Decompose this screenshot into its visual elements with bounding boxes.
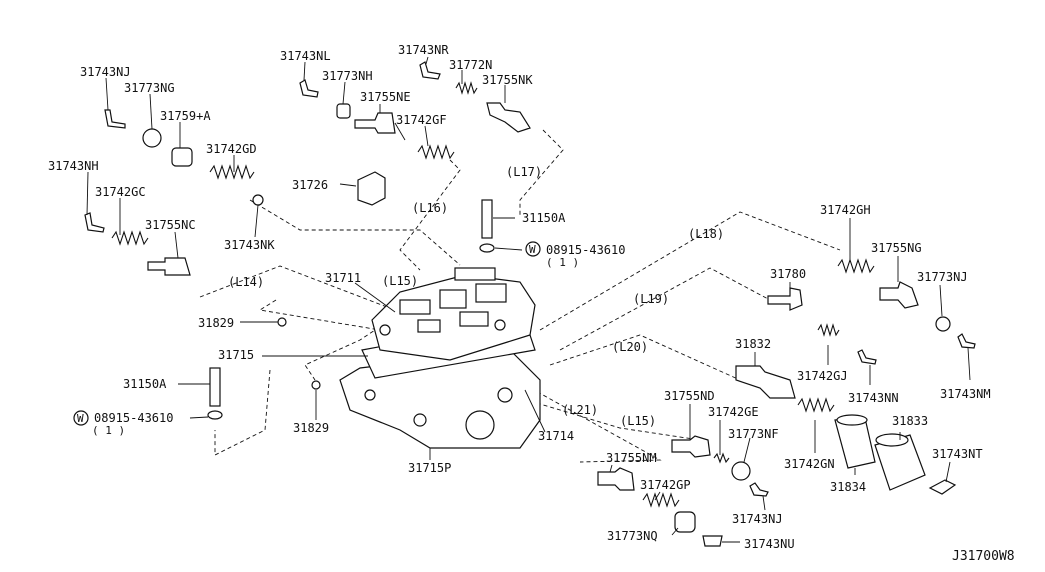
label-qty: ( 1 ) <box>92 424 125 437</box>
label-31773NQ: 31773NQ <box>607 529 658 543</box>
label-31743NM: 31743NM <box>940 387 991 401</box>
label-31743NH: 31743NH <box>48 159 99 173</box>
label-31711: 31711 <box>325 271 361 285</box>
label-31829: 31829 <box>293 421 329 435</box>
label-31829: 31829 <box>198 316 234 330</box>
label-31832: 31832 <box>735 337 771 351</box>
label-31742GN: 31742GN <box>784 457 835 471</box>
label-31742GD: 31742GD <box>206 142 257 156</box>
label-31150A: 31150A <box>123 377 167 391</box>
label-31743NK: 31743NK <box>224 238 275 252</box>
label-31743NJ: 31743NJ <box>732 512 783 526</box>
label-31773NG: 31773NG <box>124 81 175 95</box>
label-31773NH: 31773NH <box>322 69 373 83</box>
label-31715: 31715 <box>218 348 254 362</box>
label-31772N: 31772N <box>449 58 492 72</box>
label-31714: 31714 <box>538 429 574 443</box>
washer-symbol-icon <box>525 241 541 257</box>
label-31773NF: 31773NF <box>728 427 779 441</box>
label-31742GH: 31742GH <box>820 203 871 217</box>
route-labels: (L17) (L16) (L18) (L15) (L14) (L19) (L20… <box>228 165 724 428</box>
label-31755NC: 31755NC <box>145 218 196 232</box>
label-31715P: 31715P <box>408 461 451 475</box>
label-31743NL: 31743NL <box>280 49 331 63</box>
label-08915-43610: 08915-43610 <box>546 243 625 257</box>
label-31780: 31780 <box>770 267 806 281</box>
label-31742GC: 31742GC <box>95 185 146 199</box>
clip-31743NJ <box>104 109 126 129</box>
label-31743NU: 31743NU <box>744 537 795 551</box>
route-label-L21: (L21) <box>562 403 598 417</box>
label-31743NJ: 31743NJ <box>80 65 131 79</box>
label-31742GE: 31742GE <box>708 405 759 419</box>
label-31759A: 31759+A <box>160 109 211 123</box>
label-31755ND: 31755ND <box>664 389 715 403</box>
label-31742GF: 31742GF <box>396 113 447 127</box>
route-label-L15: (L15) <box>620 414 656 428</box>
label-qty: ( 1 ) <box>546 256 579 269</box>
route-label-L17: (L17) <box>506 165 542 179</box>
label-31742GJ: 31742GJ <box>797 369 848 383</box>
label-08915-43610: 08915-43610 <box>94 411 173 425</box>
label-31755NK: 31755NK <box>482 73 533 87</box>
route-label-L15: (L15) <box>382 274 418 288</box>
washer-symbol: W <box>77 412 84 425</box>
label-31726: 31726 <box>292 178 328 192</box>
leader-lines <box>86 56 971 543</box>
valve-body-assembly <box>339 267 541 449</box>
label-31755NG: 31755NG <box>871 241 922 255</box>
label-31743NR: 31743NR <box>398 43 449 57</box>
label-31742GP: 31742GP <box>640 478 691 492</box>
label-31773NJ: 31773NJ <box>917 270 968 284</box>
route-label-L20: (L20) <box>612 340 648 354</box>
label-31743NN: 31743NN <box>848 391 899 405</box>
route-label-L19: (L19) <box>633 292 669 306</box>
washer-symbol: W <box>529 243 536 256</box>
part-labels: 31743NJ 31773NG 31759+A 31742GD 31743NK … <box>48 43 991 551</box>
washer-symbols: W W <box>73 241 541 426</box>
washer-symbol-icon <box>73 410 89 426</box>
label-31743NT: 31743NT <box>932 447 983 461</box>
route-label-L14: (L14) <box>228 275 264 289</box>
route-label-L18: (L18) <box>688 227 724 241</box>
label-31833: 31833 <box>892 414 928 428</box>
diagram-code: J31700W8 <box>952 549 1015 564</box>
label-31150A: 31150A <box>522 211 566 225</box>
label-31834: 31834 <box>830 480 866 494</box>
label-31755NE: 31755NE <box>360 90 411 104</box>
label-31755NM: 31755NM <box>606 451 657 465</box>
route-label-L16: (L16) <box>412 201 448 215</box>
